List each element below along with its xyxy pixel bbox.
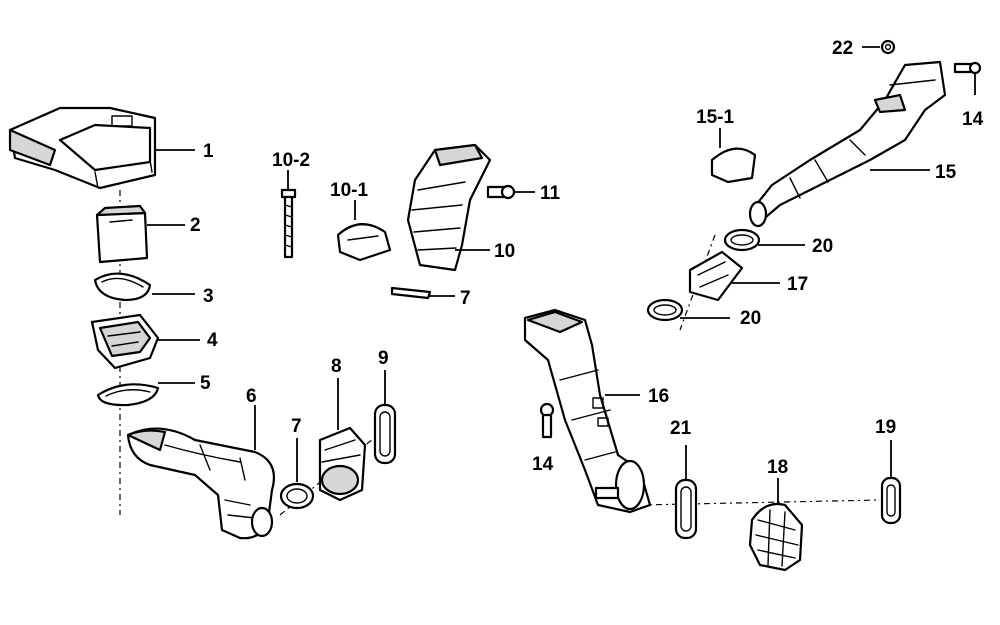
callout-5: 5 [200, 373, 211, 394]
callout-10-1: 10-1 [330, 180, 368, 201]
part-19-gasket[interactable] [880, 476, 902, 525]
part-8-connector[interactable] [318, 426, 367, 502]
part-14-bolt-lower[interactable] [539, 402, 555, 439]
part-18-filter-cap[interactable] [748, 502, 804, 572]
part-5-seal-ring[interactable] [96, 383, 160, 407]
part-1-air-box[interactable] [8, 106, 157, 190]
callout-4: 4 [207, 330, 218, 351]
part-15-1-pad[interactable] [710, 147, 757, 184]
part-16-main-duct[interactable] [523, 308, 652, 514]
callout-7a: 7 [291, 416, 302, 437]
callout-14b: 14 [532, 454, 554, 475]
callout-7b: 7 [460, 288, 471, 309]
callout-20b: 20 [740, 308, 761, 329]
part-14-bolt-top[interactable] [953, 61, 982, 75]
part-22-nut[interactable] [880, 39, 896, 55]
callout-20a: 20 [812, 236, 833, 257]
part-10-1-filter-pad[interactable] [336, 223, 392, 262]
callout-6: 6 [246, 386, 257, 407]
part-15-upper-duct[interactable] [748, 60, 947, 228]
callout-11: 11 [540, 183, 561, 204]
part-2-duct[interactable] [95, 204, 149, 264]
callout-22: 22 [832, 38, 853, 59]
callout-3: 3 [203, 286, 214, 307]
part-20-clamp-lower[interactable] [646, 298, 684, 322]
part-9-gasket[interactable] [373, 403, 397, 465]
part-21-gasket[interactable] [674, 478, 698, 540]
callout-1: 1 [203, 141, 214, 162]
part-4-adapter[interactable] [90, 313, 160, 370]
callout-14a: 14 [962, 109, 984, 130]
callout-21: 21 [670, 418, 692, 439]
callout-10-2: 10-2 [272, 150, 310, 171]
part-10-2-long-bolt[interactable] [280, 188, 297, 259]
callout-2: 2 [190, 215, 201, 236]
callout-15: 15 [935, 162, 957, 183]
callout-8: 8 [331, 356, 342, 377]
part-7-hose-clamp[interactable] [279, 482, 315, 510]
part-6-intake-hose[interactable] [126, 427, 276, 540]
callout-10: 10 [494, 241, 515, 262]
callout-9: 9 [378, 348, 389, 369]
callout-15-1: 15-1 [696, 107, 734, 128]
part-3-seal-ring[interactable] [93, 272, 152, 302]
part-7-clip[interactable] [390, 286, 432, 300]
part-20-clamp-upper[interactable] [723, 228, 761, 252]
callout-16: 16 [648, 386, 669, 407]
part-10-snorkel-duct[interactable] [406, 143, 492, 272]
callout-17: 17 [787, 274, 808, 295]
callout-19: 19 [875, 417, 896, 438]
part-17-coupler[interactable] [688, 250, 744, 302]
callout-18: 18 [767, 457, 788, 478]
part-11-bolt[interactable] [486, 184, 516, 200]
